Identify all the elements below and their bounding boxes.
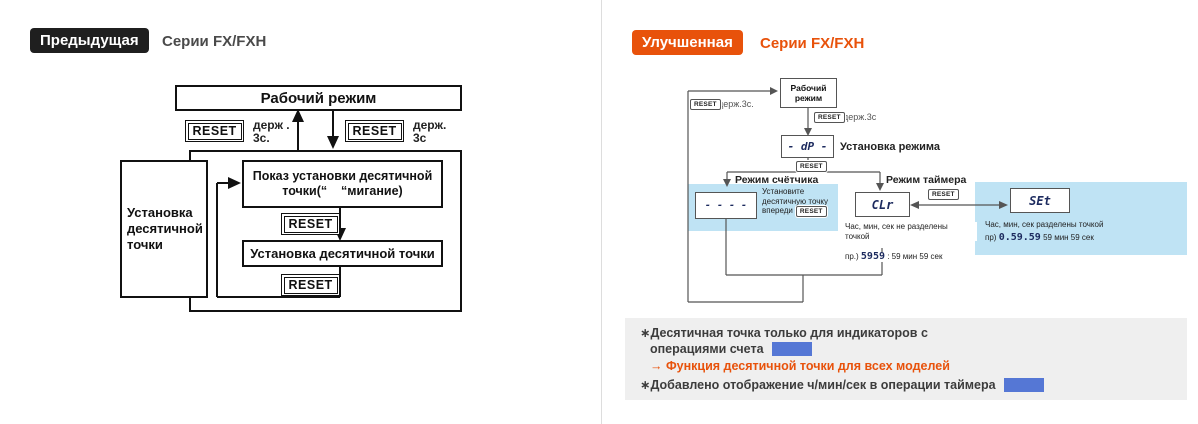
reset-button-badge: RESET [796,161,827,172]
hold-3s-label: держ.3с [843,112,877,122]
lcd-clr-value: CLr [871,197,894,212]
note-line-2-text: операциями счета [650,342,764,356]
reset-label: RESET [283,276,338,294]
note-line-4-text: ∗Добавлено отображение ч/мин/сек в опера… [640,378,996,392]
reset-label: RESET [347,122,402,140]
clr-example: пр.) 5959 : 59 мин 59 сек [845,251,943,262]
counter-mode-label: Режим счётчика [735,174,819,186]
example-prefix: пр.) [845,252,859,261]
mode-setting-lcd: - dP - [781,135,834,158]
reset-button-badge: RESET [281,274,341,296]
left-series-title: Серии FX/FXH [162,33,267,50]
set-example: пр) 0.59.59 59 мин 59 сек [985,233,1094,243]
reset-button-badge: RESET [690,99,721,110]
counter-note-text: Установите десятичную точку впереди [762,187,828,215]
set-lcd: SEt [1010,188,1070,213]
lcd-set-value: SEt [1029,193,1051,208]
notes-panel [625,318,1187,400]
example-prefix: пр) [985,233,997,242]
previous-version-badge: Предыдущая [30,28,149,53]
hold-3s-label: держ . 3с. [253,118,290,145]
show-decimal-setting-box: Показ установки десятичной точки(“ “мига… [242,160,443,208]
decimal-point-setting-box: Установка десятичной точки [242,240,443,267]
reset-button-badge: RESET [928,189,959,200]
lcd-dashes-value: - - - - [704,200,748,211]
hold-3s-label: держ. 3с [413,118,447,145]
panel-divider [601,0,602,424]
example-suffix: : 59 мин 59 сек [887,252,943,261]
work-mode-box: Рабочий режим [175,85,462,111]
example-suffix: 59 мин 59 сек [1043,233,1094,242]
note-line-2: операциями счета [650,342,812,356]
clr-lcd: CLr [855,192,910,217]
note-line-4: ∗Добавлено отображение ч/мин/сек в опера… [640,377,1044,392]
lcd-05959-value: 0.59.59 [998,232,1041,243]
reset-label: RESET [283,215,338,233]
work-mode-box: Рабочий режим [780,78,837,108]
clr-note: Час, мин, сек не разделены точкой [845,222,977,241]
timer-mode-label: Режим таймера [886,174,967,186]
counter-blank-lcd: - - - - [695,192,757,219]
set-note: Час, мин, сек разделены точкой [985,220,1104,229]
decimal-point-setting-side-box: Установка десятичной точки [120,160,208,298]
lcd-5959-value: 5959 [860,251,885,262]
note-line-1: ∗Десятичная точка только для индикаторов… [640,326,928,340]
reset-label: RESET [187,122,242,140]
improved-version-badge: Улучшенная [632,30,743,55]
model-marker [1003,377,1044,392]
reset-button-badge: RESET [185,120,245,142]
lcd-dp-value: - dP - [787,140,828,153]
mode-setting-label: Установка режима [840,141,940,153]
model-marker [771,342,812,356]
hold-3s-label: держ.3с. [718,99,754,109]
reset-button-badge: RESET [814,112,845,123]
reset-button-badge: RESET [345,120,405,142]
reset-button-badge: RESET [795,206,827,217]
right-series-title: Серии FX/FXH [760,35,865,52]
note-line-3: → Функция десятичной точки для всех моде… [650,359,950,373]
reset-button-badge: RESET [281,213,341,235]
